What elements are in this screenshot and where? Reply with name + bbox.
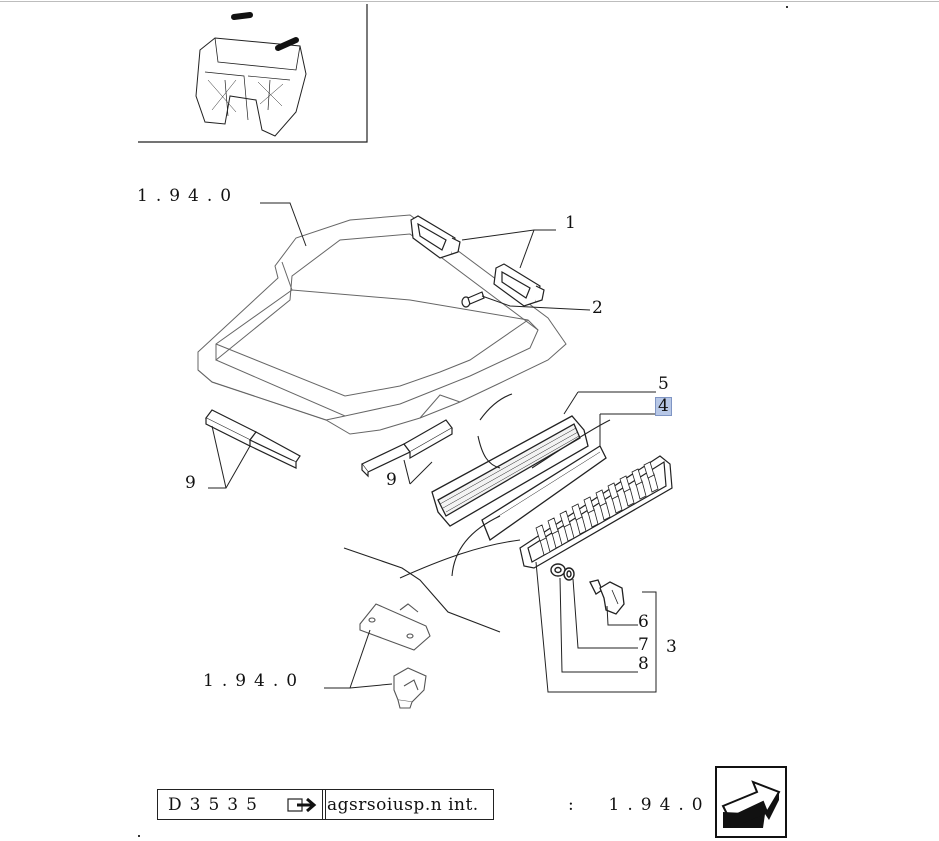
next-page-arrow-icon (721, 780, 781, 828)
leader-lines (208, 202, 657, 693)
part-3-grille (519, 455, 673, 569)
callout-3: 3 (666, 637, 677, 657)
roof-panel (197, 214, 567, 435)
part-4-prefilter (481, 445, 607, 542)
reference-top: 1.94.0 (137, 186, 240, 206)
part-8-washer (550, 563, 566, 577)
top-rule (0, 1, 939, 2)
callout-8: 8 (638, 654, 649, 674)
part-7-washer (563, 567, 575, 581)
callout-4[interactable]: 4 (655, 396, 672, 416)
cab-body-lines (343, 393, 611, 633)
callout-1: 1 (565, 213, 576, 233)
right-arrow-icon (287, 795, 321, 819)
corner-dot (786, 6, 788, 8)
part-6-knob (589, 579, 625, 615)
footer-separator (325, 790, 326, 819)
footer-code: D3535 (168, 795, 265, 815)
next-page-button[interactable] (715, 766, 787, 838)
corner-dot (138, 835, 140, 837)
hinge-parts (359, 603, 431, 709)
part-9-seals (205, 409, 453, 478)
cab-thumbnail (138, 4, 368, 143)
footer-text: agsrsoiusp.n int. (327, 795, 479, 815)
callout-7: 7 (638, 635, 649, 655)
reference-bottom: 1.94.0 (203, 671, 306, 691)
callout-6: 6 (638, 612, 649, 632)
callout-9-right: 9 (386, 470, 397, 490)
footer-reference: : 1.94.0 (568, 795, 711, 815)
callout-9-left: 9 (185, 473, 196, 493)
part-5-filter (431, 415, 589, 527)
callout-2: 2 (592, 298, 603, 318)
footer-box (157, 789, 494, 820)
callout-5: 5 (658, 374, 669, 394)
part-1-lamp-bezels (410, 215, 545, 307)
part-2-screw (461, 291, 485, 308)
footer-separator (322, 790, 323, 819)
